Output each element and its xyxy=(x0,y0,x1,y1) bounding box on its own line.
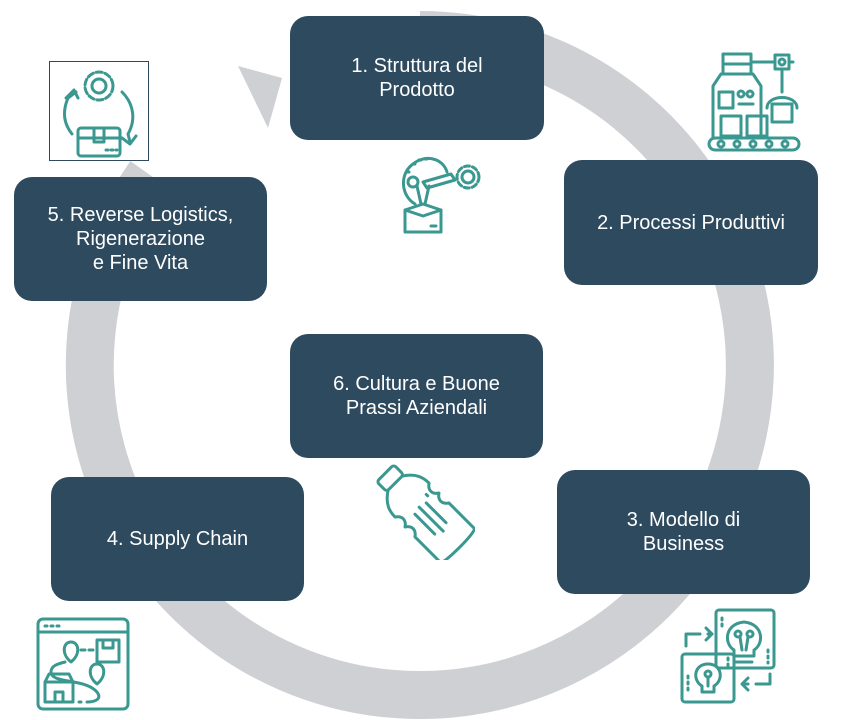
step-5-box[interactable]: 5. Reverse Logistics, Rigenerazione e Fi… xyxy=(14,177,267,301)
idea-exchange-icon xyxy=(678,606,778,706)
step-5-label: 5. Reverse Logistics, Rigenerazione e Fi… xyxy=(47,204,234,274)
step-3-label: 3. Modello di Business xyxy=(626,509,741,555)
step-1-label: 1. Struttura del Prodotto xyxy=(351,55,483,101)
step-1-box[interactable]: 1. Struttura del Prodotto xyxy=(290,16,544,140)
step-2-label: 2. Processi Produttivi xyxy=(597,211,785,234)
factory-robot-arm-icon xyxy=(705,52,805,154)
cycle-arc xyxy=(65,11,774,719)
step-6-label: 6. Cultura e Buone Prassi Aziendali xyxy=(333,373,500,419)
plastic-bottle-icon xyxy=(370,460,475,560)
step-3-box[interactable]: 3. Modello di Business xyxy=(557,470,810,594)
step-4-box[interactable]: 4. Supply Chain xyxy=(51,477,304,601)
step-6-box[interactable]: 6. Cultura e Buone Prassi Aziendali xyxy=(290,334,543,458)
cycle-arrowhead xyxy=(238,66,282,128)
lightbulb-gear-box-icon xyxy=(393,152,483,240)
step-4-label: 4. Supply Chain xyxy=(106,528,249,550)
step-2-box[interactable]: 2. Processi Produttivi xyxy=(564,160,818,285)
delivery-route-map-icon xyxy=(35,616,131,712)
recycle-gear-box-icon xyxy=(49,61,149,161)
